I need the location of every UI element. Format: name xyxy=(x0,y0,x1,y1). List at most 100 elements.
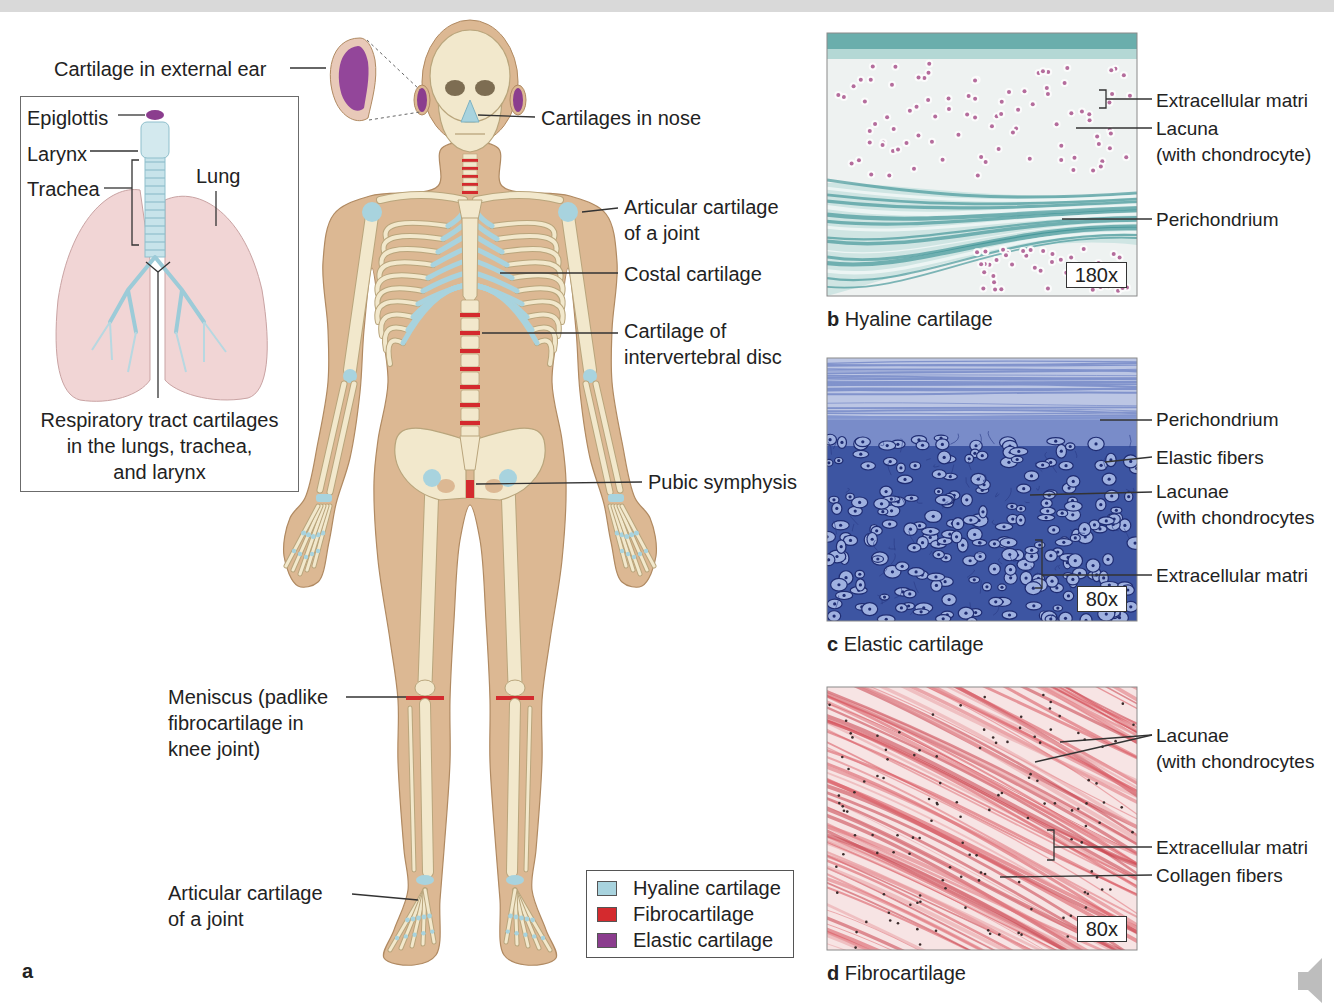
chondrocyte xyxy=(997,794,1000,797)
chondrocyte xyxy=(890,497,893,500)
hip-bone xyxy=(395,428,466,500)
chondrocyte xyxy=(1029,248,1033,252)
bone xyxy=(622,506,654,566)
vertebra xyxy=(463,154,477,159)
chondrocyte xyxy=(1052,528,1055,531)
lacuna xyxy=(908,543,921,552)
lacuna xyxy=(1000,538,1017,547)
elastic-fiber xyxy=(891,553,896,564)
elastic-fiber xyxy=(878,595,883,604)
chondrocyte xyxy=(876,557,879,560)
elastic-fiber xyxy=(879,568,887,577)
chondrocyte xyxy=(833,614,836,617)
lacuna xyxy=(890,125,898,133)
text-line: 80x xyxy=(1086,587,1118,611)
lacuna xyxy=(855,570,864,578)
articular-cartilage xyxy=(412,933,416,937)
chondrocyte xyxy=(1105,519,1108,522)
collagen-fiber xyxy=(817,537,1147,709)
leader-line xyxy=(90,150,138,151)
chondrocyte xyxy=(880,502,883,505)
lacuna xyxy=(835,457,843,463)
chondrocyte xyxy=(901,565,904,568)
chondrocyte xyxy=(1077,732,1080,735)
chondrocyte xyxy=(1024,576,1027,579)
chondrocyte xyxy=(854,834,857,837)
bone-outline xyxy=(512,704,515,872)
fiber-streak xyxy=(827,382,1137,385)
elastic-fiber xyxy=(1027,566,1031,572)
chondrocyte xyxy=(1087,779,1090,782)
elastic-fiber xyxy=(992,520,996,525)
lacuna xyxy=(936,439,949,450)
lacuna xyxy=(965,92,973,100)
chondrocyte xyxy=(828,704,831,707)
intervertebral-disc xyxy=(460,313,480,317)
chondrocyte xyxy=(859,583,862,586)
vertebra xyxy=(463,162,477,167)
chondrocyte xyxy=(1095,782,1098,785)
lacuna xyxy=(997,110,1005,118)
lacuna xyxy=(906,107,914,115)
chondrocyte xyxy=(932,515,935,518)
bone-outline xyxy=(293,506,321,570)
lacuna xyxy=(1048,250,1056,258)
legend-swatch xyxy=(597,907,617,922)
chondrocyte xyxy=(1058,715,1061,718)
elastic-fiber xyxy=(967,569,975,577)
bone-outline xyxy=(380,195,464,200)
chondrocyte xyxy=(1020,933,1023,936)
bracket xyxy=(1047,830,1054,860)
fiber-streak xyxy=(827,392,1137,394)
lacuna xyxy=(1010,448,1028,456)
costal-cartilage xyxy=(448,214,462,226)
costal-cartilage xyxy=(478,214,492,226)
lacuna xyxy=(1122,153,1130,161)
articular-cartilage xyxy=(405,918,410,923)
chondrocyte xyxy=(1120,806,1123,809)
chondrocyte xyxy=(1001,792,1004,795)
chondrocyte xyxy=(1071,513,1074,516)
chondrocyte xyxy=(947,107,951,111)
magnification: 80x xyxy=(1086,587,1118,611)
elastic-fiber xyxy=(970,602,973,610)
collagen-fiber xyxy=(817,864,1147,1003)
chondrocyte xyxy=(1099,165,1103,169)
elastic-fiber xyxy=(988,431,994,444)
elastic-fiber xyxy=(1005,488,1011,501)
collagen-fiber xyxy=(817,931,1147,1003)
elastic-fiber xyxy=(888,462,891,475)
chondrocyte xyxy=(841,756,844,759)
text-line: and larynx xyxy=(24,459,295,485)
chondrocyte xyxy=(1028,157,1032,161)
lacuna xyxy=(963,110,971,118)
chondrocyte xyxy=(984,160,988,164)
lacuna xyxy=(1120,71,1128,79)
chondrocyte xyxy=(896,834,899,837)
lacuna xyxy=(1067,476,1080,487)
lacuna xyxy=(1053,120,1061,128)
chondrocyte xyxy=(858,501,861,504)
chondrocyte xyxy=(916,928,919,931)
chondrocyte xyxy=(943,580,946,583)
chondrocyte xyxy=(1024,563,1027,566)
articular-cartilage xyxy=(310,552,314,556)
chondrocyte xyxy=(984,873,987,876)
chondrocyte xyxy=(914,464,917,467)
chondrocyte xyxy=(853,791,856,794)
collagen-fiber xyxy=(817,870,1147,1003)
chondrocyte xyxy=(1036,779,1039,782)
elastic-fiber xyxy=(914,582,919,593)
lacuna xyxy=(836,540,846,553)
collagen-fiber xyxy=(817,531,1147,694)
chondrocyte xyxy=(885,749,888,752)
body-silhouette xyxy=(284,142,657,966)
chondrocyte xyxy=(927,62,931,66)
lacuna xyxy=(853,450,869,457)
vertebra xyxy=(461,336,479,349)
chondrocyte xyxy=(993,567,996,570)
elastic-fiber xyxy=(867,531,873,538)
chondrocyte xyxy=(1085,802,1088,805)
lacuna xyxy=(979,284,987,292)
chondrocyte xyxy=(969,518,972,521)
